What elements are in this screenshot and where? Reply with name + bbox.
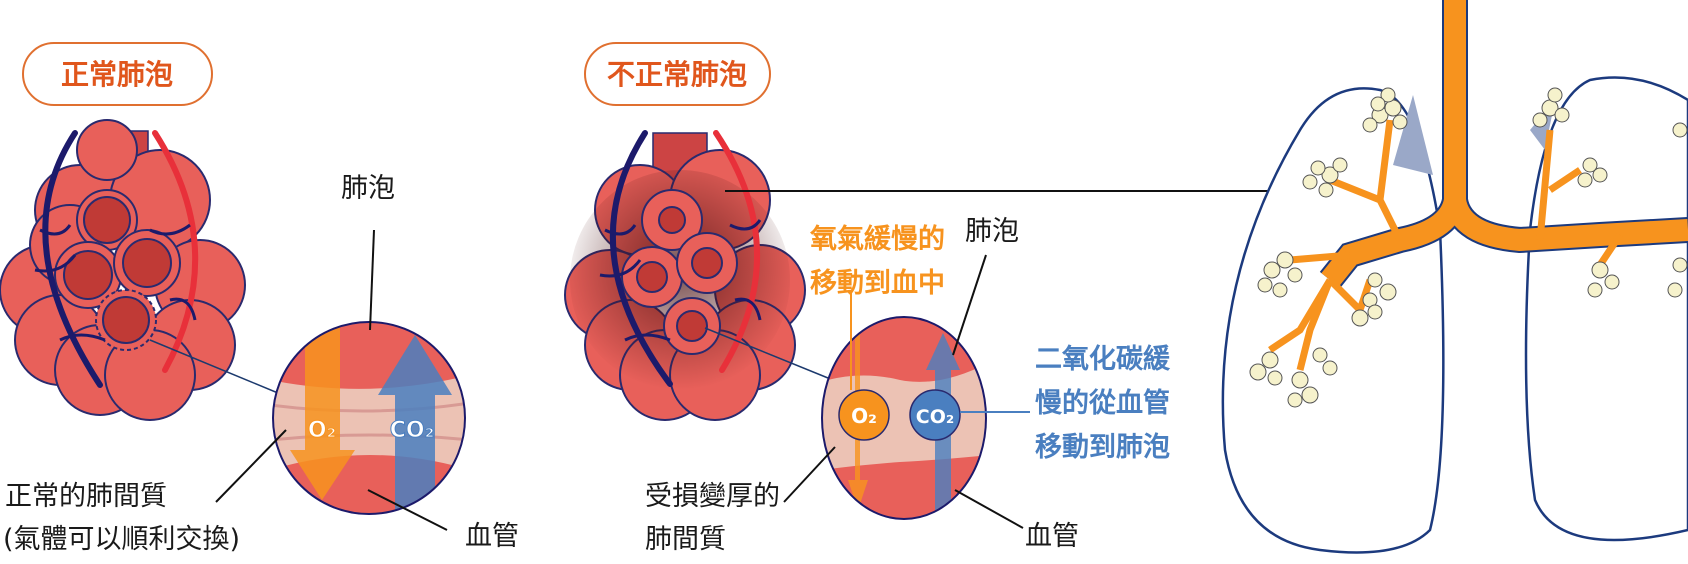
abnormal-title-pill: 不正常肺泡 [584, 42, 771, 106]
normal-magnified-view: O₂ CO₂ [272, 321, 466, 515]
normal-title: 正常肺泡 [61, 58, 173, 91]
normal-vessel-label: 血管 [465, 521, 519, 552]
abnormal-magnified-view: O₂ CO₂ [821, 316, 987, 520]
normal-alveolus-label: 肺泡 [341, 173, 395, 204]
abnormal-interstitium-label: 受損變厚的 [645, 481, 780, 512]
o2-label: O₂ [308, 418, 336, 443]
co2-note-line3: 移動到肺泡 [1035, 431, 1170, 463]
oxygen-note-line1: 氧氣緩慢的 [809, 223, 945, 255]
co2-arrow [378, 335, 452, 514]
oxygen-note-line2: 移動到血中 [810, 268, 945, 299]
o2-bubble [838, 389, 890, 441]
abnormal-alveolus-label: 肺泡 [965, 216, 1019, 247]
o2-arrow [290, 322, 355, 500]
normal-alveolus-cluster [0, 119, 291, 421]
abnormal-o2-label: O₂ [851, 404, 877, 428]
abnormal-alveolus-cluster [564, 130, 1360, 421]
co2-label: CO₂ [390, 418, 434, 443]
normal-interstitium-label: 正常的肺間質 [5, 481, 167, 512]
abnormal-vessel-label: 血管 [1025, 521, 1079, 552]
co2-note-line1: 二氧化碳緩 [1035, 344, 1171, 375]
normal-interstitium-note: (氣體可以順利交換) [3, 524, 240, 555]
abnormal-interstitium-label-2: 肺間質 [645, 524, 726, 555]
co2-bubble [909, 389, 961, 441]
co2-note-line2: 慢的從血管 [1035, 387, 1170, 419]
normal-title-pill: 正常肺泡 [22, 42, 213, 106]
lungs-illustration [1221, 0, 1688, 554]
abnormal-co2-label: CO₂ [916, 406, 954, 428]
abnormal-title: 不正常肺泡 [607, 58, 747, 91]
